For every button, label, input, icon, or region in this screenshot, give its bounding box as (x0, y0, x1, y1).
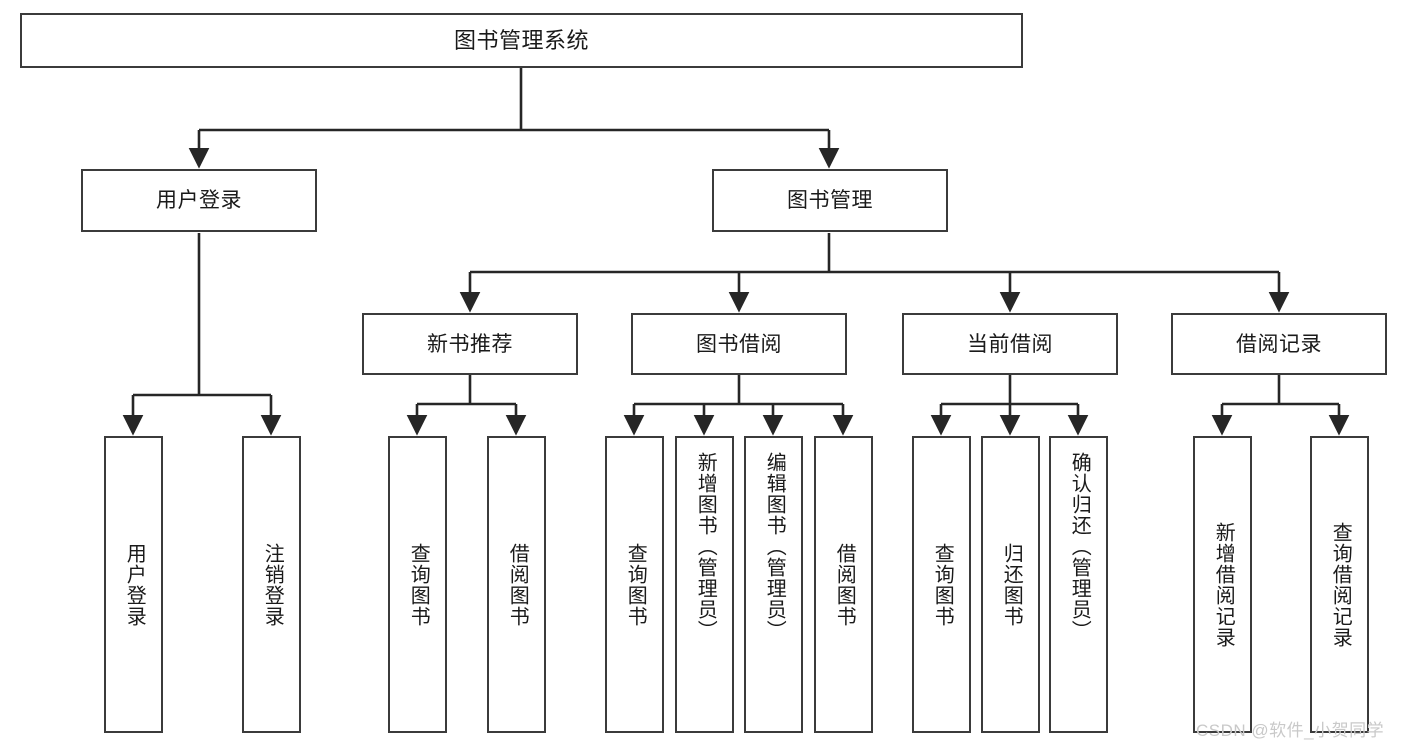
node-book-borrow-label: 图书借阅 (696, 332, 782, 356)
leaf-query-book-new-label: 查询图书 (407, 542, 430, 627)
leaf-logout-label: 注销登录 (261, 542, 284, 627)
leaf-borrow-book-label: 借阅图书 (833, 542, 856, 627)
leaf-return-book[interactable]: 归还图书 (981, 436, 1040, 733)
leaf-query-book-current[interactable]: 查询图书 (912, 436, 971, 733)
leaf-user-login-label: 用户登录 (123, 542, 146, 627)
node-book-management[interactable]: 图书管理 (712, 169, 948, 232)
leaf-confirm-return-admin[interactable]: 确认归还（管理员） (1049, 436, 1108, 733)
node-borrow-record-label: 借阅记录 (1236, 332, 1322, 356)
csdn-watermark: CSDN @软件_小贺同学 (1196, 721, 1385, 740)
leaf-query-book-borrow[interactable]: 查询图书 (605, 436, 664, 733)
node-new-book-recommend[interactable]: 新书推荐 (362, 313, 578, 375)
node-new-book-recommend-label: 新书推荐 (427, 332, 513, 356)
node-user-login[interactable]: 用户登录 (81, 169, 317, 232)
leaf-borrow-book-new-label: 借阅图书 (506, 542, 529, 627)
node-current-borrow[interactable]: 当前借阅 (902, 313, 1118, 375)
node-borrow-record[interactable]: 借阅记录 (1171, 313, 1387, 375)
leaf-query-book-current-label: 查询图书 (931, 542, 954, 627)
leaf-add-book-admin[interactable]: 新增图书（管理员） (675, 436, 734, 733)
leaf-add-book-admin-label: 新增图书（管理员） (694, 452, 717, 641)
leaf-add-borrow-record-label: 新增借阅记录 (1212, 521, 1235, 648)
node-current-borrow-label: 当前借阅 (967, 332, 1053, 356)
leaf-edit-book-admin-label: 编辑图书（管理员） (763, 452, 786, 641)
node-book-borrow[interactable]: 图书借阅 (631, 313, 847, 375)
leaf-user-login[interactable]: 用户登录 (104, 436, 163, 733)
leaf-query-borrow-record[interactable]: 查询借阅记录 (1310, 436, 1369, 733)
leaf-return-book-label: 归还图书 (1000, 542, 1023, 627)
leaf-borrow-book-new[interactable]: 借阅图书 (487, 436, 546, 733)
leaf-add-borrow-record[interactable]: 新增借阅记录 (1193, 436, 1252, 733)
leaf-query-book-borrow-label: 查询图书 (624, 542, 647, 627)
leaf-confirm-return-admin-label: 确认归还（管理员） (1068, 452, 1091, 641)
leaf-logout[interactable]: 注销登录 (242, 436, 301, 733)
leaf-edit-book-admin[interactable]: 编辑图书（管理员） (744, 436, 803, 733)
leaf-query-book-new[interactable]: 查询图书 (388, 436, 447, 733)
leaf-borrow-book[interactable]: 借阅图书 (814, 436, 873, 733)
node-book-management-label: 图书管理 (787, 189, 873, 212)
node-root[interactable]: 图书管理系统 (20, 13, 1023, 68)
node-root-label: 图书管理系统 (453, 27, 589, 53)
node-user-login-label: 用户登录 (156, 189, 242, 212)
leaf-query-borrow-record-label: 查询借阅记录 (1329, 521, 1352, 648)
